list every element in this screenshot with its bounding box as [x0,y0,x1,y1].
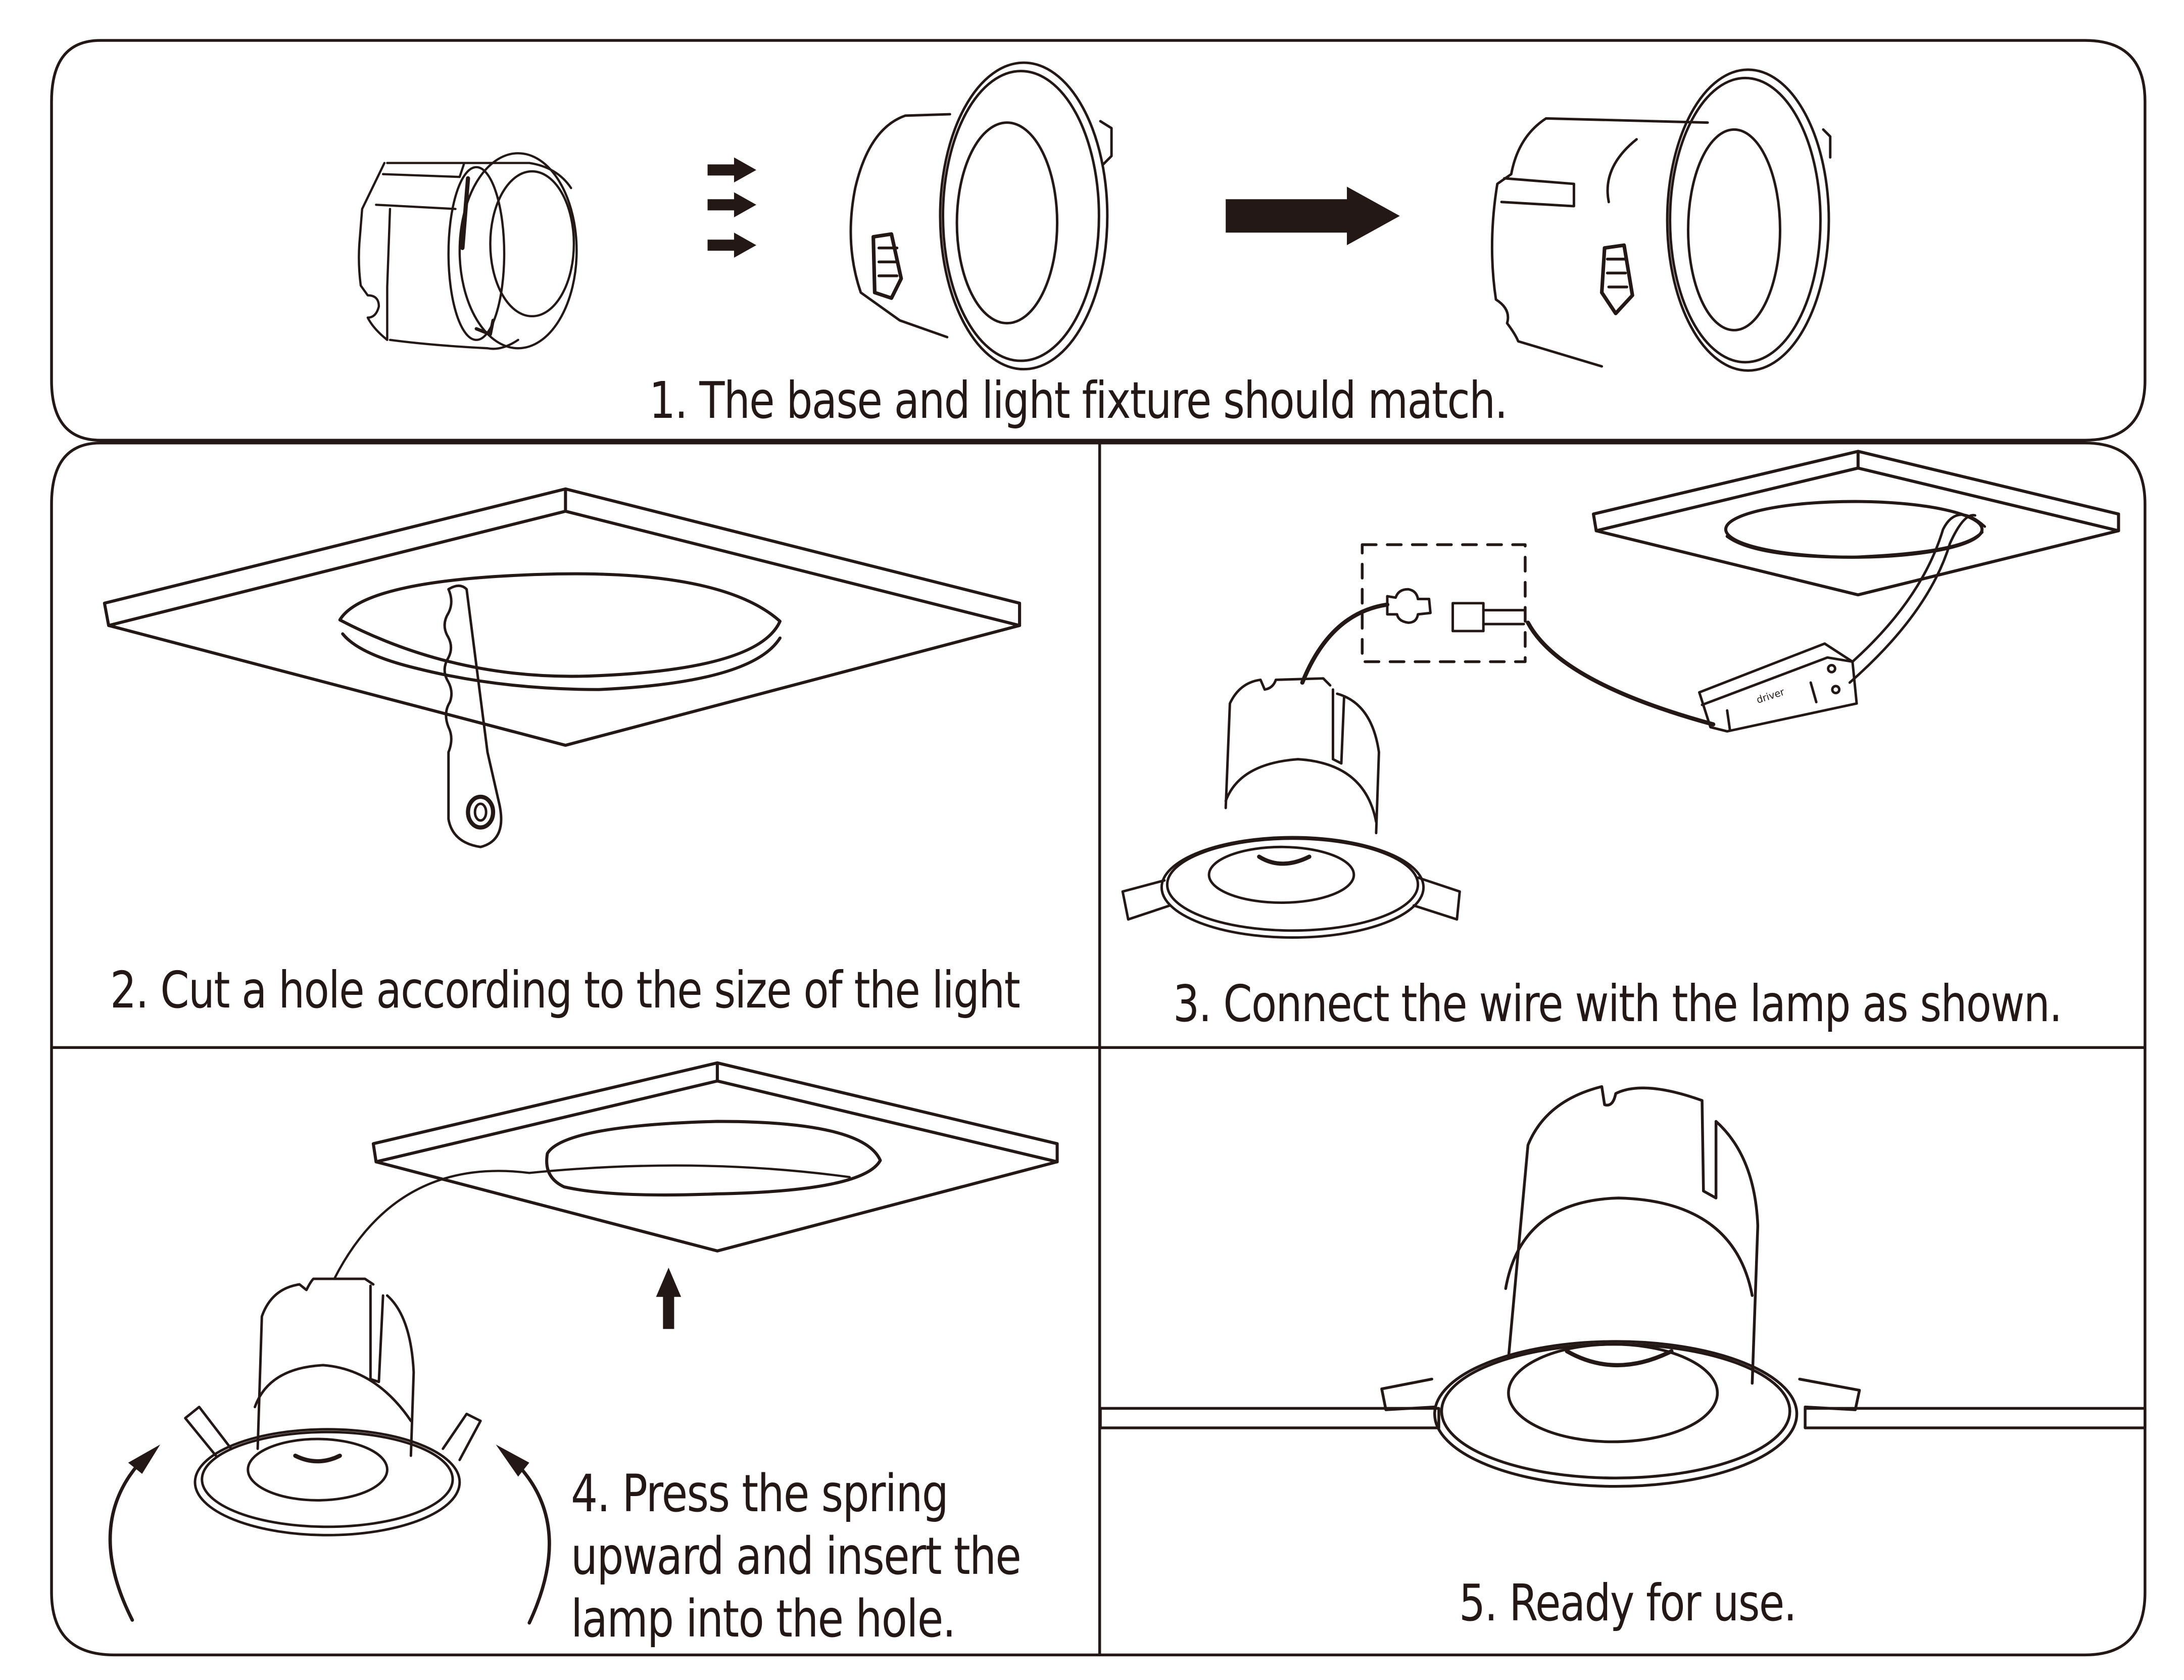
panel-4-illustration [108,1061,1059,1625]
male-connector-icon [1386,588,1432,624]
step-5-caption: 5. Ready for use. [1459,1573,1797,1633]
up-arrow-icon [656,1267,682,1329]
triple-arrow-icon [707,157,757,258]
driver-label: driver [1755,686,1786,706]
big-arrow-icon [1226,186,1400,246]
step-4-caption-line-1: 4. Press the spring [571,1464,949,1524]
ceiling-panel-icon [1591,450,2120,597]
ceiling-cross-section [1099,1407,2147,1429]
step-4-caption-line-3: lamp into the hole. [571,1589,956,1649]
downlight-with-springs-icon [184,1277,482,1537]
ceiling-panel-icon [103,487,1022,747]
installed-downlight-icon [1380,1085,1861,1488]
step-1-caption: 1. The base and light fixture should mat… [649,371,1508,430]
panel-5-illustration [1099,1085,2147,1488]
panels-2-5-frame [50,441,2147,1657]
assembled-fixture-icon [1490,68,1832,372]
step-4-caption: 4. Press the spring upward and insert th… [571,1463,1022,1651]
step-4-caption-line-2: upward and insert the [571,1526,1022,1587]
panel-2-illustration [103,487,1022,848]
step-2-caption: 2. Cut a hole according to the size of t… [110,961,1021,1020]
base-module-icon [358,152,578,350]
panel-frames [50,39,2147,1657]
step-3-caption: 3. Connect the wire with the lamp as sho… [1173,974,2062,1033]
panel-3-illustration: driver [1121,450,2120,939]
female-connector-icon [1451,602,1485,633]
drywall-saw-icon [443,584,503,848]
driver-box-icon: driver [1698,513,1986,733]
ceiling-panel-icon [371,1061,1059,1253]
downlight-icon [1121,677,1461,939]
lamp-wire [1300,602,1390,685]
lamp-cable [333,1164,851,1280]
curved-arrows-icon [108,1445,551,1625]
light-fixture-trim-icon [849,61,1113,371]
driver-wire [1526,620,1716,727]
wire-connector-detail [1300,543,1716,727]
panel-1-frame [50,39,2147,442]
panel-1-illustration [358,61,1832,372]
dashed-detail-box [1361,543,1527,663]
